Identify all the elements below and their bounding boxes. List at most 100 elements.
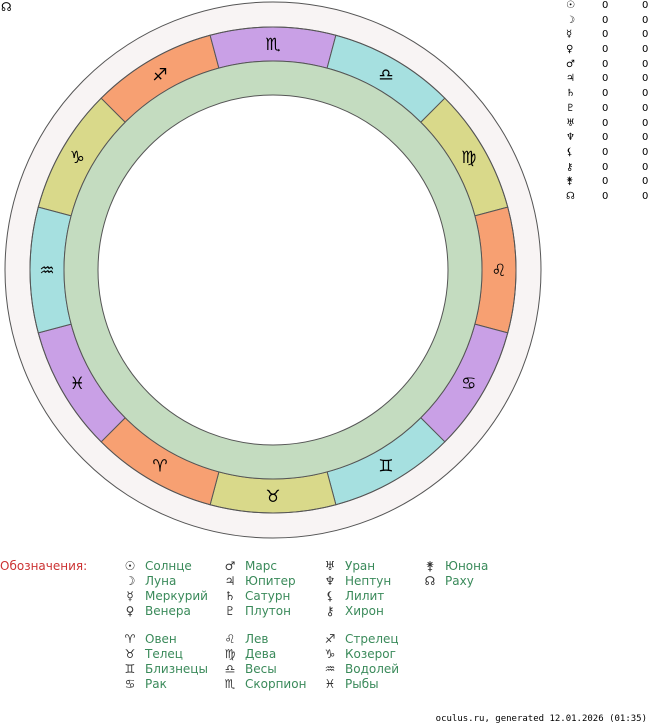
planet-value-a: 0 — [602, 44, 609, 56]
zodiac-sign-glyph: ♏ — [265, 35, 280, 55]
legend-label: Скорпион — [245, 677, 307, 691]
zodiac-sign-glyph: ♈ — [152, 457, 167, 477]
legend-glyph-icon: ☽ — [124, 574, 136, 588]
planet-value-b: 0 — [642, 0, 649, 11]
legend-label: Солнце — [145, 559, 192, 573]
zodiac-chart: ♑♐♏♎♍♌♋♊♉♈♓♒ — [4, 1, 542, 539]
legend-glyph-icon: ⚸ — [325, 589, 335, 603]
planet-value-b: 0 — [642, 190, 649, 202]
planet-glyph-icon: ⚵ — [566, 176, 574, 188]
legend-glyph-icon: ♏ — [224, 677, 236, 691]
legend-label: Лев — [245, 632, 269, 646]
legend-glyph-icon: ☉ — [124, 559, 136, 573]
center-disc — [97, 94, 449, 446]
legend-glyph-icon: ♍ — [224, 647, 236, 661]
planet-value-b: 0 — [642, 176, 649, 188]
legend-label: Хирон — [345, 604, 384, 618]
legend-label: Сатурн — [245, 589, 291, 603]
planet-value-b: 0 — [642, 102, 649, 114]
planet-row: ☿ 0 0 — [566, 29, 650, 44]
planet-value-a: 0 — [602, 161, 609, 173]
legend-label: Водолей — [345, 662, 400, 676]
zodiac-sign-glyph: ♉ — [265, 487, 280, 507]
legend-label: Уран — [345, 559, 376, 573]
planet-value-a: 0 — [602, 73, 609, 85]
legend-glyph-icon: ♈ — [124, 632, 136, 646]
planet-value-b: 0 — [642, 161, 649, 173]
legend-label: Венера — [145, 604, 191, 618]
planet-glyph-icon: ♅ — [566, 117, 575, 129]
legend-label: Меркурий — [145, 589, 208, 603]
zodiac-sign-glyphs: ♑♐♏♎♍♌♋♊♉♈♓♒ — [39, 35, 506, 507]
legend-glyph-icon: ♀ — [125, 604, 135, 618]
planet-value-b: 0 — [642, 14, 649, 26]
planet-glyph-icon: ⚸ — [566, 146, 574, 158]
legend-glyph-icon: ♎ — [224, 662, 236, 676]
planet-row: ♄ 0 0 — [566, 88, 650, 103]
planet-glyph-icon: ♀ — [566, 44, 574, 56]
planet-value-a: 0 — [602, 88, 609, 100]
legend-label: Овен — [145, 632, 177, 646]
zodiac-sign-glyph: ♋ — [461, 374, 476, 394]
legend-glyph-icon: ♌ — [224, 632, 236, 646]
legend-glyph-icon: ♂ — [224, 559, 236, 573]
planet-glyph-icon: ☊ — [566, 190, 575, 202]
planet-glyph-icon: ♄ — [566, 88, 575, 100]
planet-value-a: 0 — [602, 117, 609, 129]
planet-value-a: 0 — [602, 102, 609, 114]
zodiac-sign-glyph: ♓ — [70, 374, 85, 394]
zodiac-sign-glyph: ♊ — [378, 457, 393, 477]
planet-glyph-icon: ☉ — [566, 0, 575, 11]
planet-value-b: 0 — [642, 88, 649, 100]
legend-title: Обозначения: — [0, 559, 88, 573]
zodiac-sign-glyph: ♒ — [39, 261, 54, 281]
legend-glyph-icon: ⚵ — [425, 559, 435, 573]
zodiac-sign-glyph: ♑ — [70, 148, 85, 168]
legend-glyph-icon: ♑ — [324, 647, 336, 661]
planet-row: ⚵ 0 0 — [566, 176, 650, 191]
legend-glyph-icon: ♃ — [224, 574, 236, 588]
legend-label: Дева — [245, 647, 277, 661]
legend-label: Рыбы — [345, 677, 379, 691]
planet-row: ♂ 0 0 — [566, 59, 650, 74]
planet-value-b: 0 — [642, 73, 649, 85]
rahu-corner-icon: ☊ — [1, 0, 12, 14]
legend-glyph-icon: ♋ — [124, 677, 136, 691]
planet-glyph-icon: ☿ — [566, 29, 573, 41]
legend-label: Юпитер — [245, 574, 296, 588]
planet-value-b: 0 — [642, 58, 649, 70]
legend-glyph-icon: ♇ — [224, 604, 236, 618]
legend-glyph-icon: ♅ — [324, 559, 336, 573]
legend-glyph-icon: ♓ — [324, 677, 336, 691]
legend-glyph-icon: ☿ — [126, 589, 134, 603]
zodiac-sign-glyph: ♌ — [491, 261, 506, 281]
planet-value-a: 0 — [602, 14, 609, 26]
planet-value-a: 0 — [602, 29, 609, 41]
sign-ring-border — [29, 26, 517, 514]
planet-row: ♅ 0 0 — [566, 118, 650, 133]
planet-value-b: 0 — [642, 29, 649, 41]
planet-value-a: 0 — [602, 176, 609, 188]
legend-label: Стрелец — [345, 632, 399, 646]
legend-glyph-icon: ♊ — [124, 662, 136, 676]
legend-label: Луна — [145, 574, 177, 588]
planet-value-a: 0 — [602, 132, 609, 144]
planet-value-a: 0 — [602, 58, 609, 70]
legend-glyph-icon: ♐ — [324, 632, 336, 646]
legend-label: Плутон — [245, 604, 291, 618]
planet-glyph-icon: ♂ — [566, 58, 575, 70]
legend-glyph-icon: ♒ — [324, 662, 336, 676]
zodiac-sign-glyph: ♍ — [461, 148, 476, 168]
legend-label: Весы — [245, 662, 277, 676]
planet-glyph-icon: ♆ — [566, 132, 575, 144]
planet-value-b: 0 — [642, 117, 649, 129]
